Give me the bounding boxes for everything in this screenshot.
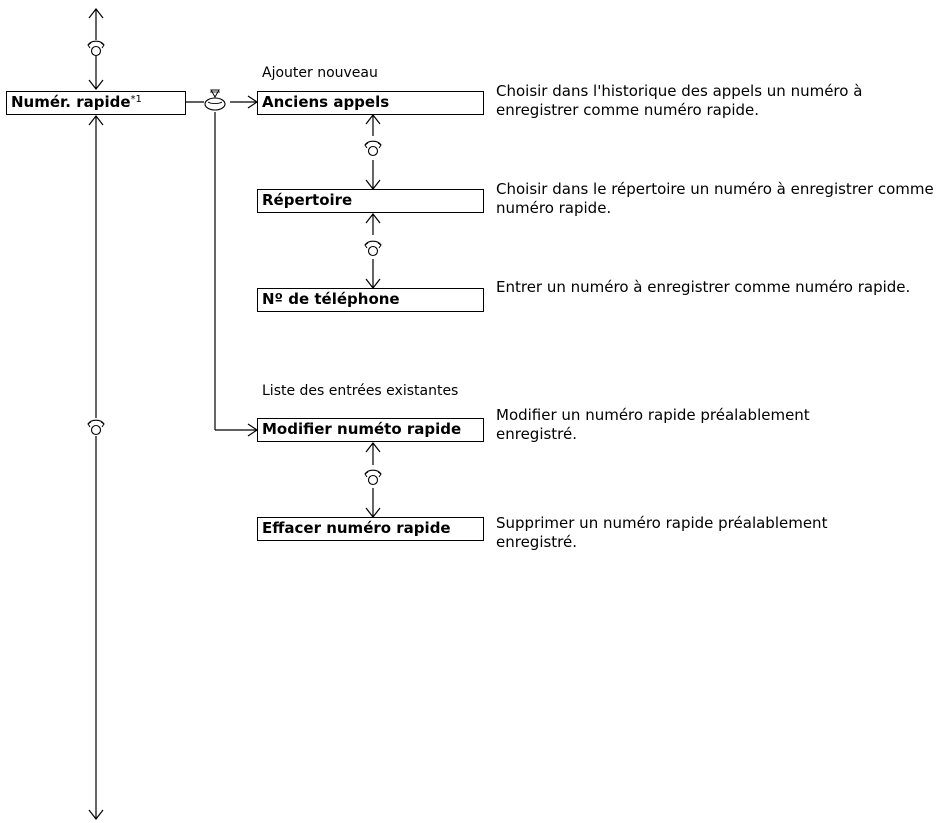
footnote-marker: *1 xyxy=(130,94,142,105)
rotate-knob-icon xyxy=(87,40,105,57)
menu-item-description: Entrer un numéro à enregistrer comme num… xyxy=(496,278,911,296)
menu-item-label: Anciens appels xyxy=(262,93,390,111)
menu-item-label: Répertoire xyxy=(262,191,353,209)
nav-arrow-up xyxy=(365,213,381,235)
menu-item-description: Modifier un numéro rapide préalablement … xyxy=(496,406,810,443)
rotate-knob-icon xyxy=(87,419,105,436)
menu-item-label: Nº de téléphone xyxy=(262,290,400,308)
existing-heading: Liste des entrées existantes xyxy=(262,383,459,399)
menu-item-effacer[interactable]: Effacer numéro rapide xyxy=(257,517,484,541)
rotate-knob-icon xyxy=(364,140,382,157)
nav-arrow-down xyxy=(365,259,381,289)
menu-item-description: Choisir dans l'historique des appels un … xyxy=(496,82,863,119)
add-new-heading: Ajouter nouveau xyxy=(262,65,378,81)
root-long-arrow xyxy=(88,115,104,820)
menu-item-numero-telephone[interactable]: Nº de téléphone xyxy=(257,288,484,312)
root-menu-label: Numér. rapide xyxy=(11,93,131,111)
rotate-knob-icon xyxy=(364,240,382,257)
press-select-icon xyxy=(204,89,226,111)
root-up-arrow xyxy=(88,8,104,40)
root-menu-box[interactable]: Numér. rapide*1 xyxy=(6,91,186,115)
menu-item-description: Supprimer un numéro rapide préalablement… xyxy=(496,514,828,551)
menu-item-repertoire[interactable]: Répertoire xyxy=(257,189,484,213)
menu-item-description: Choisir dans le répertoire un numéro à e… xyxy=(496,180,934,217)
nav-arrow-down xyxy=(365,160,381,190)
menu-item-label: Modifier numéto rapide xyxy=(262,420,462,438)
nav-arrow-down xyxy=(365,488,381,518)
nav-arrow-up xyxy=(365,442,381,465)
menu-item-modifier[interactable]: Modifier numéto rapide xyxy=(257,418,484,442)
root-down-arrow xyxy=(88,56,104,90)
nav-arrow-up xyxy=(365,114,381,136)
select-connector xyxy=(186,95,259,437)
rotate-knob-icon xyxy=(364,469,382,486)
menu-item-label: Effacer numéro rapide xyxy=(262,519,451,537)
menu-item-anciens-appels[interactable]: Anciens appels xyxy=(257,91,484,115)
